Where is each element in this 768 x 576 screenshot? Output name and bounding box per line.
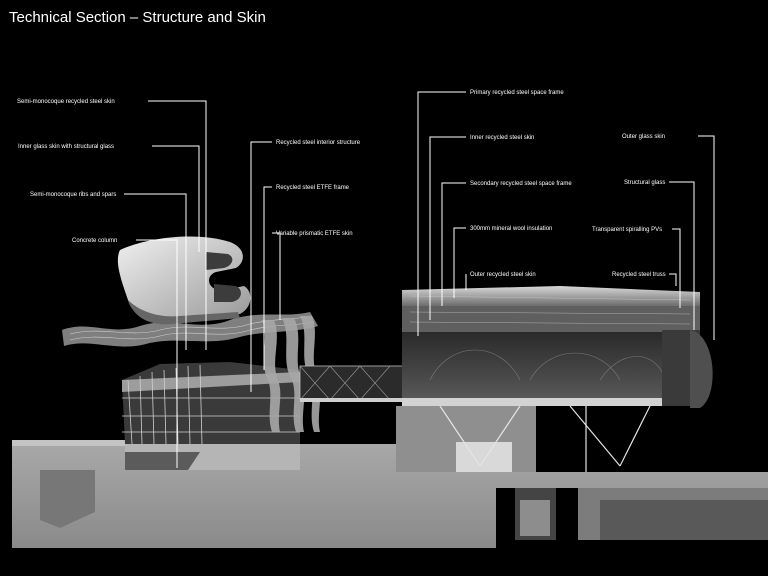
label-inner-steel-skin: Inner recycled steel skin <box>470 135 534 141</box>
right-building <box>396 286 713 472</box>
label-spiralling-pvs: Transparent spiralling PVs <box>592 227 662 233</box>
label-inner-glass-skin: Inner glass skin with structural glass <box>18 144 114 150</box>
label-outer-glass-skin: Outer glass skin <box>622 134 665 140</box>
label-semi-monocoque-skin: Semi-monocoque recycled steel skin <box>17 99 115 105</box>
callout-labels: Semi-monocoque recycled steel skin Inner… <box>17 90 666 278</box>
label-concrete-column: Concrete column <box>72 238 117 244</box>
label-interior-structure: Recycled steel interior structure <box>276 140 361 146</box>
diagram-title: Technical Section – Structure and Skin <box>9 9 266 26</box>
label-ribs-spars: Semi-monocoque ribs and spars <box>30 192 116 198</box>
label-etfe-frame: Recycled steel ETFE frame <box>276 185 350 191</box>
label-truss: Recycled steel truss <box>612 272 666 278</box>
left-building <box>62 236 321 470</box>
ground-section <box>12 440 768 548</box>
label-outer-steel-skin: Outer recycled steel skin <box>470 272 536 278</box>
label-primary-frame: Primary recycled steel space frame <box>470 90 564 96</box>
bridge <box>299 365 413 402</box>
label-etfe-skin: Variable prismatic ETFE skin <box>276 231 353 237</box>
leader-lines <box>124 91 715 468</box>
label-secondary-frame: Secondary recycled steel space frame <box>470 181 572 187</box>
label-structural-glass: Structural glass <box>624 180 665 186</box>
label-insulation: 300mm mineral wool insulation <box>470 226 552 232</box>
